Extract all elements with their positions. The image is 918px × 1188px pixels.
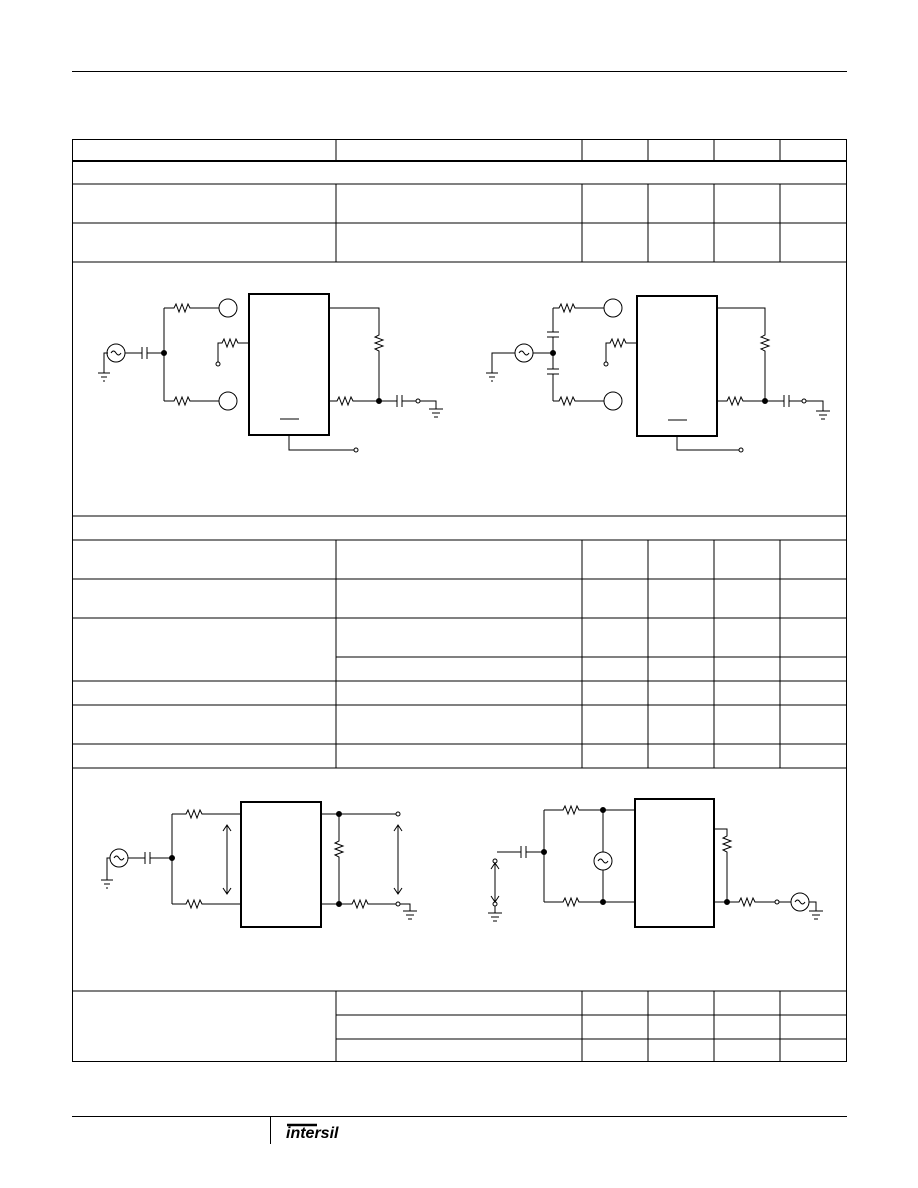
header-rule — [72, 71, 847, 72]
circuit-diagram-3 — [101, 801, 417, 928]
footer-rule — [72, 1116, 847, 1117]
intersil-logo: intersil — [286, 1123, 339, 1142]
circuit-diagram-2 — [486, 295, 830, 453]
circuit-diagram-1 — [98, 293, 443, 453]
brand-name: intersil — [286, 1125, 339, 1142]
spec-table — [72, 139, 847, 1062]
footer-divider — [270, 1117, 271, 1144]
circuit-diagram-4 — [488, 798, 823, 928]
table-frame — [72, 139, 847, 1062]
